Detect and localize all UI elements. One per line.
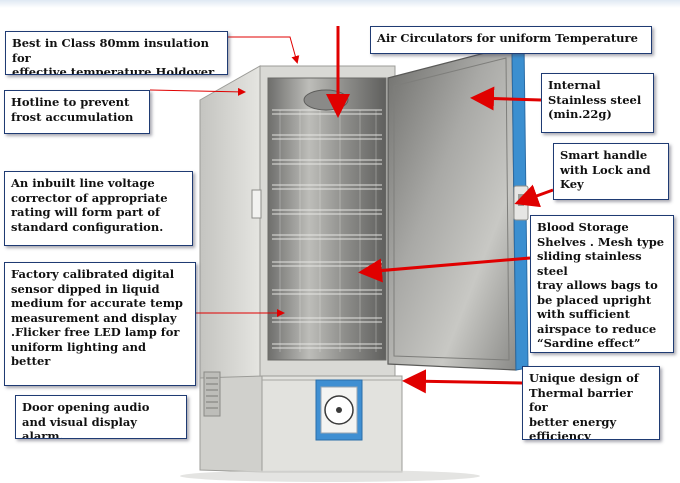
callout-internal-steel: Internal Stainless steel (min.22g)	[541, 73, 654, 133]
callout-air-circulators: Air Circulators for uniform Temperature	[370, 26, 652, 54]
callout-digital-sensor: Factory calibrated digital sensor dipped…	[4, 262, 196, 386]
interior-compartment	[267, 77, 387, 361]
callout-hotline: Hotline to prevent frost accumulation	[4, 90, 150, 134]
callout-smart-handle: Smart handle with Lock and Key	[553, 143, 669, 200]
air-circulator-fan	[303, 89, 349, 111]
callout-insulation: Best in Class 80mm insulation for effect…	[5, 31, 228, 75]
thermal-chart-recorder-icon	[315, 379, 363, 441]
callout-blood-storage-shelves: Blood Storage Shelves . Mesh type slidin…	[530, 215, 674, 353]
callout-door-alarm: Door opening audio and visual display al…	[15, 395, 187, 439]
mesh-shelves	[272, 109, 382, 352]
open-door	[387, 41, 529, 371]
callout-arrows	[149, 26, 554, 394]
header-strip	[0, 0, 680, 8]
callout-voltage-corrector: An inbuilt line voltage corrector of app…	[4, 171, 193, 246]
callout-thermal-barrier: Unique design of Thermal barrier for bet…	[522, 366, 660, 440]
vent-grille-icon	[203, 371, 221, 417]
hinge	[251, 189, 262, 219]
